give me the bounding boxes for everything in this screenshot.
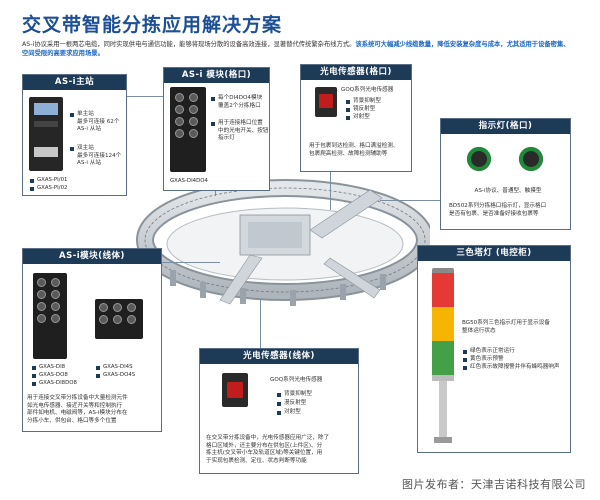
tower-light-red: 红色表示故障报警并伴有蜂鸣器响声 — [462, 364, 570, 372]
photo-sensor-line-product: GOQ系列光电传感器 — [270, 377, 323, 383]
tower-light-image — [432, 268, 454, 444]
indicator-light-standard-icon — [519, 147, 543, 171]
photo-sensor-line-header: 光电传感器(线体) — [200, 349, 358, 364]
asi-module-grid-usage: 用于连接格口位置 中的光电开关、按钮 指示灯 — [210, 120, 270, 143]
intro-paragraph: AS-i协议采用一根两芯电缆，同时实现供电与通信功能，能够将现场分散的设备高效连… — [22, 40, 570, 58]
asi-module-grid-card: AS-i 模块(格口) 每个DI4DO4模块 覆盖2个分拣格口 用于连接格口位置… — [163, 67, 270, 191]
cross-belt-sorter-illustration — [136, 179, 430, 306]
asi-module-line-model-5: GXAS-DO4S — [95, 372, 135, 380]
connector-line — [330, 170, 331, 210]
tower-light-green: 绿色表示正常运行 — [462, 348, 515, 356]
photo-sensor-grid-card: 光电传感器(格口) GOQ系列光电传感器 背景抑制型 镜反射型 对射型 用于包裹… — [300, 64, 412, 172]
asi-module-line-model-2: GXAS-DO8 — [31, 372, 68, 380]
photo-sensor-grid-type-3: 对射型 — [345, 114, 370, 122]
asi-master-device-image — [29, 97, 63, 171]
photo-sensor-grid-header: 光电传感器(格口) — [301, 65, 411, 80]
connector-line — [160, 262, 220, 263]
asi-master-model-2: GXAS-PI/02 — [29, 185, 67, 193]
tower-light-card: 三色塔灯 (电控柜) BG50系列三色指示灯用于显示设备 整体运行状态 绿色表示… — [417, 245, 571, 453]
asi-module-line-header: AS-i模块(线体) — [23, 249, 161, 264]
asi-module-grid-header: AS-i 模块(格口) — [164, 68, 269, 83]
tower-light-yellow: 黄色表示预警 — [462, 356, 504, 364]
indicator-light-header: 指示灯(格口) — [441, 119, 570, 134]
indicator-light-desc: BD502系列分拣格口指示灯，显示格口 是否有包裹、是否准备好接收包裹等 — [449, 203, 547, 217]
asi-master-dual: 双主站 最多可连接124个 AS-i 从站 — [69, 145, 127, 168]
photo-sensor-grid-type-2: 镜反射型 — [345, 106, 375, 114]
intro-text-highlight: 该系统可大幅减少线缆数量，降低安装复杂度与成本，尤其适用于设备密集、空间受限的高… — [22, 41, 570, 57]
connector-line — [105, 96, 215, 97]
asi-master-single: 单主站 最多可连接 62个 AS-i 从站 — [69, 111, 127, 134]
asi-master-model-1: GXAS-PI/01 — [29, 177, 67, 185]
intro-text-part1: AS-i协议采用一根两芯电缆，同时实现供电与通信功能，能够将现场分散的设备高效连… — [22, 41, 356, 48]
connector-line — [260, 300, 261, 348]
tower-red-segment — [432, 273, 454, 307]
photo-sensor-line-desc: 在交叉带分拣设备中，光电传感器应用广泛，除了 格口区域外，还主要分布在供包区(上… — [206, 435, 330, 464]
asi-module-line-device-image-1 — [33, 273, 67, 359]
photo-sensor-grid-desc: 用于包裹到达检测、格口满溢检测、 包裹爬高检测、故障检测辅助等 — [309, 143, 399, 157]
publisher-watermark: 图片发布者：天津吉诺科技有限公司 — [402, 478, 586, 491]
asi-module-grid-coverage: 每个DI4DO4模块 覆盖2个分拣格口 — [210, 95, 270, 110]
tower-yellow-segment — [432, 307, 454, 341]
photo-sensor-grid-image — [315, 87, 337, 117]
photo-sensor-line-card: 光电传感器(线体) GOQ系列光电传感器 背景抑制型 漫反射型 对射型 在交叉带… — [199, 348, 359, 474]
tower-green-segment — [432, 341, 454, 375]
photo-sensor-line-type-1: 背景抑制型 — [276, 391, 312, 399]
asi-master-header: AS-i主站 — [23, 75, 126, 90]
tower-light-header: 三色塔灯 (电控柜) — [418, 246, 570, 261]
photo-sensor-line-image — [222, 373, 248, 407]
asi-module-line-model-3: GXAS-DI8DO8 — [31, 380, 77, 388]
indicator-light-types: AS-i协议、普通型、触摸型 — [474, 188, 542, 194]
connector-line — [380, 200, 440, 201]
asi-module-line-device-image-2 — [95, 299, 143, 339]
asi-master-card: AS-i主站 单主站 最多可连接 62个 AS-i 从站 双主站 最多可连接12… — [22, 74, 127, 196]
asi-module-grid-device-image — [170, 87, 206, 172]
tower-light-desc: BG50系列三色指示灯用于显示设备 整体运行状态 — [462, 320, 550, 334]
asi-module-grid-model: GXAS-DI4DO4 — [170, 178, 208, 184]
page-title: 交叉带智能分拣应用解决方案 — [22, 14, 283, 36]
indicator-light-card: 指示灯(格口) AS-i协议、普通型、触摸型 BD502系列分拣格口指示灯，显示… — [440, 118, 571, 230]
indicator-light-touch-icon — [467, 147, 491, 171]
photo-sensor-grid-type-1: 背景抑制型 — [345, 98, 381, 106]
photo-sensor-line-type-3: 对射型 — [276, 409, 301, 417]
asi-module-line-desc: 用于连接交叉带分拣设备中大量检测元件 如光电传感器、接近开关等和控制执行 部件如… — [27, 395, 128, 424]
asi-module-line-card: AS-i模块(线体) GXAS-DI8 GXAS-DO8 GXAS-DI8DO8… — [22, 248, 162, 432]
asi-module-line-model-1: GXAS-DI8 — [31, 364, 65, 372]
asi-module-line-model-4: GXAS-DI4S — [95, 364, 133, 372]
photo-sensor-grid-product: GOQ系列光电传感器 — [341, 87, 394, 93]
photo-sensor-line-type-2: 漫反射型 — [276, 400, 306, 408]
